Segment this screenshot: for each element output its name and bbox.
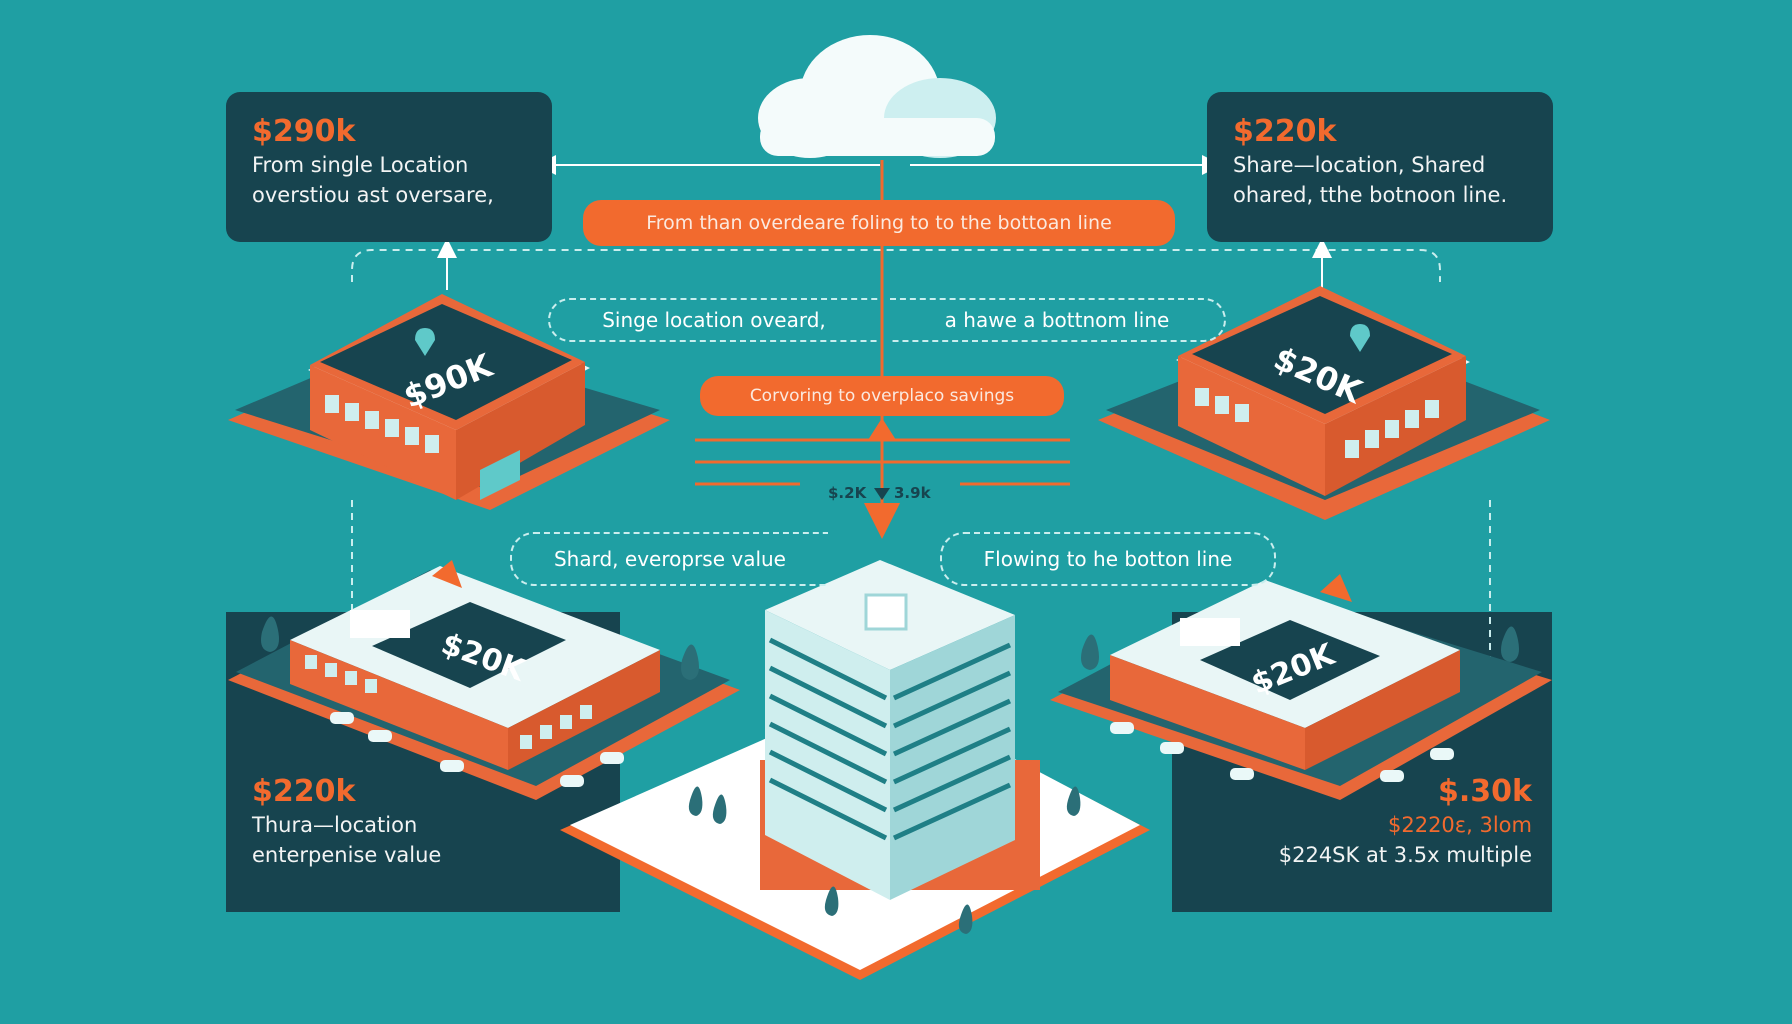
card-line: $2220ε, 3lom	[1387, 813, 1532, 837]
building-top-left	[228, 294, 670, 510]
building-bottom-left	[228, 560, 740, 800]
card-amount: $220k	[252, 774, 356, 809]
card-line: $224SK at 3.5x multiple	[1278, 843, 1532, 867]
card-line: ohared, tthe botnoon line.	[1233, 183, 1508, 207]
center-value-right: 3.9k	[894, 484, 931, 502]
location-pin-icon	[1350, 324, 1370, 352]
card-top-right: $220k Share—location, Shared ohared, tth…	[1207, 92, 1553, 242]
card-line: From single Location	[252, 153, 469, 177]
building-bottom-right	[1050, 574, 1552, 800]
location-pin-icon	[415, 328, 435, 356]
tree-icon	[261, 616, 699, 680]
card-line: Share—location, Shared	[1233, 153, 1486, 177]
cloud-icon	[758, 35, 996, 158]
flow-up-triangle	[868, 418, 896, 440]
tag-upper-left: Singe location oveard,	[548, 298, 878, 342]
card-top-left: $290k From single Location overstiou ast…	[226, 92, 552, 242]
building-windows	[325, 395, 439, 453]
card-amount: $290k	[252, 114, 356, 149]
card-line: enterpenise value	[252, 843, 442, 867]
pill-top: From than overdeare foling to to the bot…	[583, 200, 1175, 246]
center-value-left: $.2K	[828, 484, 867, 502]
tag-upper-right: a hawe a bottnom line	[890, 298, 1226, 342]
card-bottom-right: $.30k $2220ε, 3lom $224SK at 3.5x multip…	[1232, 770, 1532, 910]
tag-lower-left: Shard, everoprse value	[510, 532, 828, 586]
card-amount: $220k	[1233, 114, 1337, 149]
card-line: Thura—location	[252, 813, 418, 837]
car-icon	[330, 712, 624, 787]
flow-marker	[874, 488, 890, 500]
building-top-right	[1098, 286, 1550, 520]
card-line: overstiou ast oversare,	[252, 183, 494, 207]
tag-lower-right: Flowing to he botton line	[940, 532, 1276, 586]
pill-middle: Corvoring to overplaco savings	[700, 376, 1064, 416]
center-tower	[560, 560, 1150, 980]
card-amount: $.30k	[1438, 774, 1532, 809]
card-bottom-left: $220k Thura—location enterpenise value	[226, 770, 526, 910]
